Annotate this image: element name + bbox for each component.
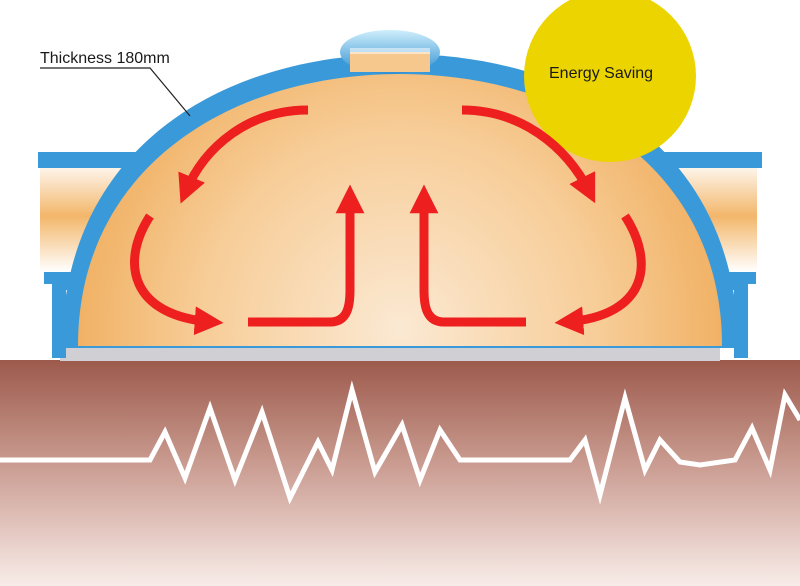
arrow-top-right bbox=[461, 105, 596, 204]
heat-arrows bbox=[130, 105, 646, 336]
energy-saving-label: Energy Saving bbox=[549, 65, 654, 82]
sun-circle bbox=[524, 0, 696, 162]
skin-layer bbox=[0, 360, 800, 586]
arrow-center-right bbox=[409, 184, 526, 327]
thickness-pointer bbox=[40, 67, 191, 117]
arrow-right-curve bbox=[554, 213, 646, 336]
arrow-top-left bbox=[178, 105, 309, 204]
base-plate bbox=[60, 347, 720, 361]
thickness-label: Thickness 180mm bbox=[40, 50, 170, 67]
arrow-left-curve bbox=[130, 213, 224, 336]
heat-wave-line bbox=[0, 380, 800, 505]
top-vent-knob bbox=[340, 30, 440, 74]
arrow-center-left bbox=[248, 184, 365, 327]
